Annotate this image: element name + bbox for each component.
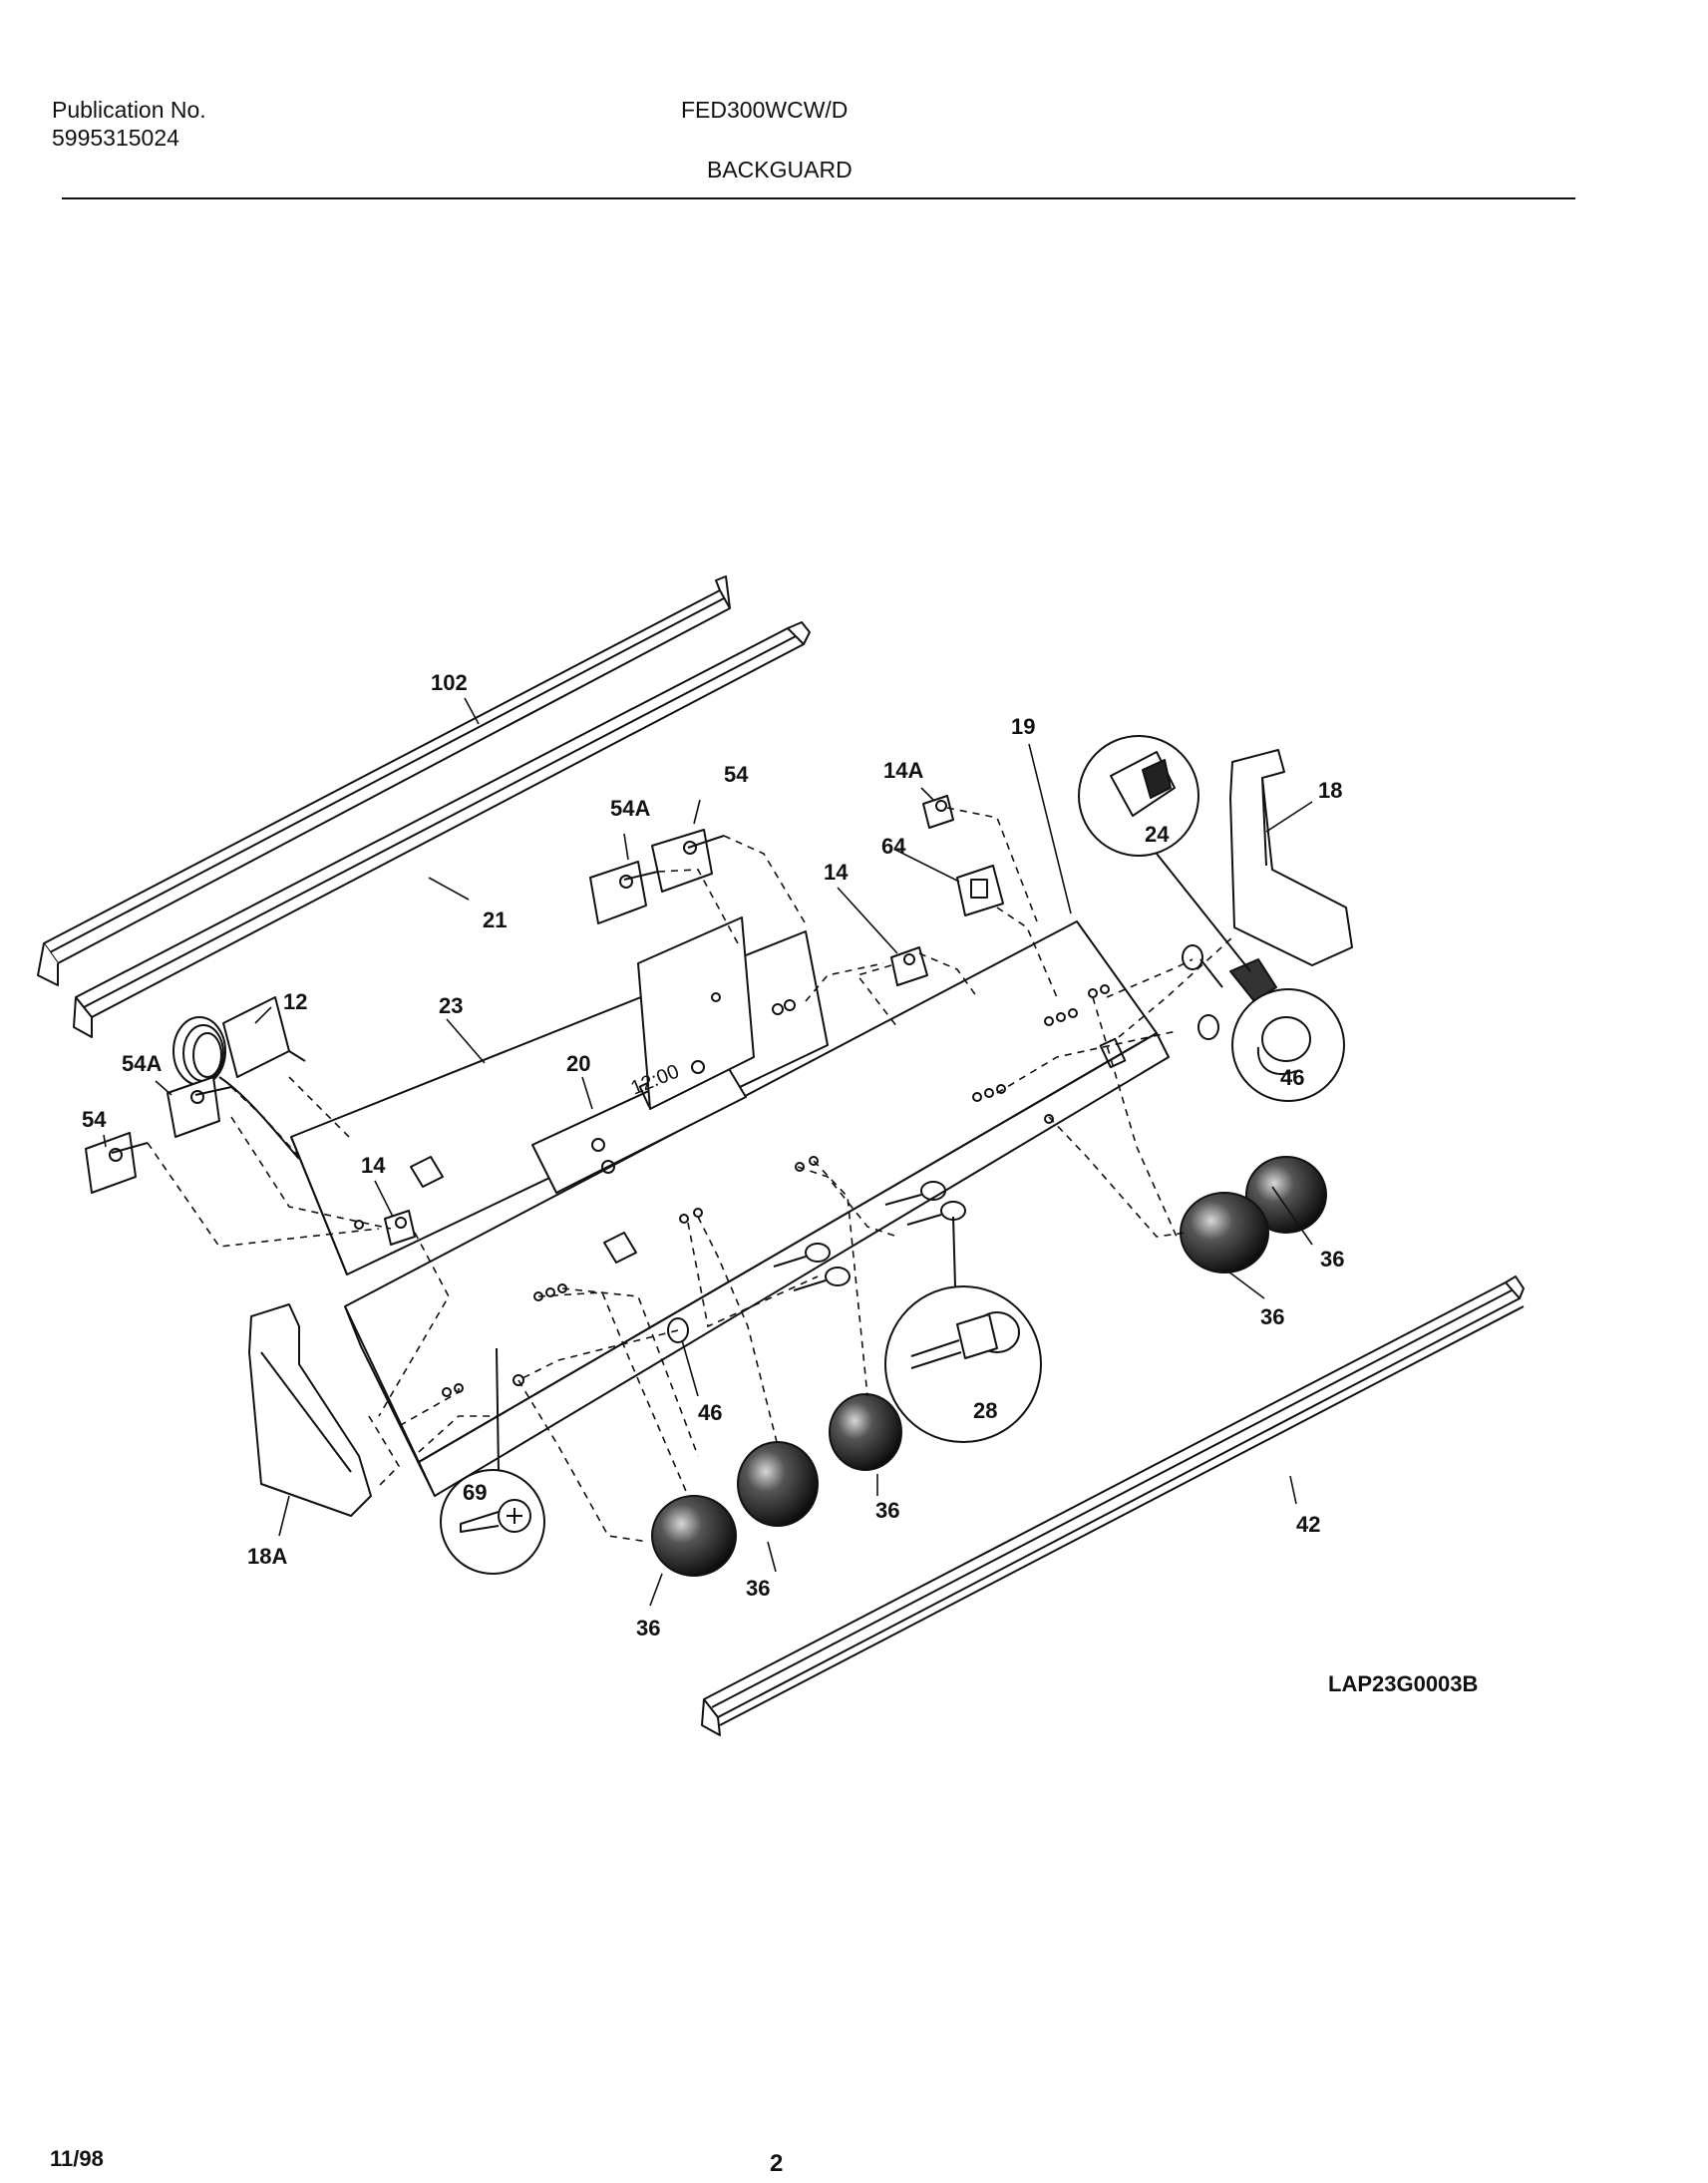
header-rule <box>62 197 1575 199</box>
plate-64 <box>956 865 1004 916</box>
label-18: 18 <box>1318 778 1342 803</box>
label-64: 64 <box>881 834 906 859</box>
label-12: 12 <box>283 989 307 1014</box>
label-14-top: 14 <box>824 860 849 885</box>
section-title: BACKGUARD <box>707 157 853 182</box>
label-28: 28 <box>973 1398 997 1423</box>
label-23: 23 <box>439 993 463 1018</box>
switch-54-left <box>85 1132 149 1194</box>
clock-timer <box>531 916 755 1194</box>
top-trim-strip <box>37 575 731 986</box>
end-cap-right <box>1229 749 1353 966</box>
label-36-d: 36 <box>746 1576 770 1601</box>
callout-circle-69 <box>440 1347 545 1575</box>
publication-label: Publication No. <box>52 97 206 123</box>
knob-36-c <box>829 1393 902 1471</box>
light-socket <box>1229 958 1277 1002</box>
switch-54-top <box>651 829 725 893</box>
leader-lines <box>103 697 1313 1607</box>
callout-circle-24 <box>1078 735 1251 972</box>
clip-14-left <box>384 1210 416 1246</box>
label-24: 24 <box>1145 822 1170 847</box>
label-20: 20 <box>566 1051 590 1076</box>
publication-number: 5995315024 <box>52 125 179 151</box>
label-14-left: 14 <box>361 1153 386 1178</box>
label-19: 19 <box>1011 714 1035 739</box>
control-knobs <box>651 1156 1327 1577</box>
clip-14-top <box>890 946 928 986</box>
label-36-c: 36 <box>875 1498 899 1523</box>
switch-54A-top <box>589 861 659 924</box>
knob-socket <box>667 1317 689 1343</box>
label-18A: 18A <box>247 1544 287 1569</box>
switch-54A-left <box>167 1076 232 1138</box>
bracket-small <box>410 1156 637 1264</box>
trim-extrusion <box>73 621 811 1038</box>
label-42: 42 <box>1296 1512 1320 1537</box>
callout-circle-28 <box>884 1216 1042 1443</box>
knob-36-a <box>1245 1156 1327 1234</box>
label-46-small: 46 <box>698 1400 722 1425</box>
knob-socket <box>1197 1014 1219 1040</box>
label-21: 21 <box>483 908 507 932</box>
label-54-left: 54 <box>82 1107 107 1132</box>
label-54A-left: 54A <box>122 1051 162 1076</box>
knob-36-b <box>1180 1192 1269 1273</box>
label-69: 69 <box>463 1480 487 1505</box>
clip-14A <box>922 795 954 829</box>
knob-36-d <box>737 1441 819 1527</box>
label-54-top: 54 <box>724 762 749 787</box>
label-36-a: 36 <box>1320 1247 1344 1272</box>
label-102: 102 <box>431 670 468 695</box>
knob-36-e <box>651 1495 737 1577</box>
label-36-b: 36 <box>1260 1304 1284 1329</box>
thermostat <box>172 996 306 1160</box>
diagram-code: LAP23G0003B <box>1328 1671 1479 1696</box>
front-trim <box>701 1275 1525 1736</box>
console-panel <box>344 920 1170 1497</box>
end-cap-left <box>248 1303 372 1517</box>
footer-date: 11/98 <box>50 2146 104 2171</box>
callout-circle-46 <box>1199 958 1345 1102</box>
label-54A-top: 54A <box>610 796 650 821</box>
label-14A: 14A <box>883 758 923 783</box>
page-number: 2 <box>770 2150 784 2177</box>
assembly-lines <box>147 807 1233 1543</box>
label-46-circle: 46 <box>1280 1065 1304 1090</box>
label-36-e: 36 <box>636 1616 660 1640</box>
model-number: FED300WCW/D <box>681 97 849 123</box>
knob-socket <box>1182 944 1203 970</box>
